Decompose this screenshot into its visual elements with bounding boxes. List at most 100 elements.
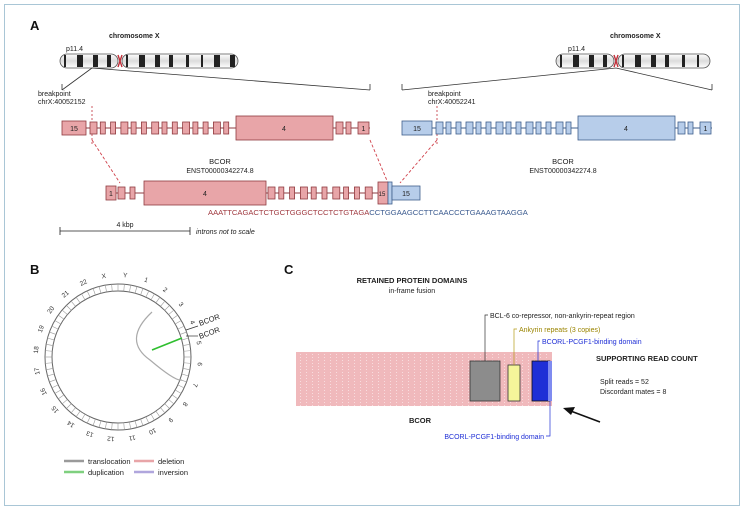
circos-tick	[160, 300, 166, 307]
exon-block	[545, 121, 552, 135]
circos-tick	[70, 407, 76, 414]
scale-note: introns not to scale	[196, 229, 255, 236]
circos-tick	[182, 368, 190, 370]
circos-tick	[61, 399, 68, 405]
chromosome-band	[126, 55, 128, 67]
circos-tick	[175, 389, 182, 394]
chromosome-band	[622, 55, 624, 67]
left-breakpoint-coord: chrX:40052152	[38, 99, 86, 106]
left-exon-4	[235, 115, 334, 141]
circos-chromosome-label: 2	[161, 286, 168, 294]
right-exon-4	[577, 115, 676, 141]
fusion-exon-1	[105, 185, 117, 201]
exon-block	[310, 186, 317, 200]
legend-translocation: translocation	[88, 457, 131, 466]
fusion-transcript-track: 1 4 15 15	[105, 180, 421, 206]
fusion-exon-15	[391, 185, 421, 201]
circos-tick	[58, 314, 65, 320]
exon-block	[515, 121, 522, 135]
domain-bcorl-pcgf1-binding-edge	[548, 361, 552, 401]
circos-tick	[168, 399, 175, 405]
duplication-arc	[151, 337, 183, 351]
circos-legend: translocation deletion duplication inver…	[64, 457, 188, 477]
circos-tick	[92, 418, 96, 426]
split-reads: Split reads = 52	[600, 379, 649, 386]
right-gene-transcript: ENST00000342274.8	[529, 168, 596, 175]
circos-tick	[81, 414, 86, 421]
exon-block	[525, 121, 534, 135]
chromosome-band	[230, 55, 235, 67]
figure-frame	[4, 4, 740, 506]
legend-deletion: deletion	[158, 457, 184, 466]
exon-block	[212, 121, 221, 135]
circos-tick	[140, 418, 144, 426]
domain-1-label: BCL-6 co-repressor, non-ankyrin-repeat r…	[490, 313, 635, 320]
circos-tick	[129, 285, 131, 293]
fusion-guide-lines	[91, 139, 438, 184]
exon-block	[299, 186, 308, 200]
circos-tick	[45, 350, 53, 352]
left-exon-1	[357, 121, 370, 135]
chromosome-band	[635, 55, 641, 67]
exon-block	[475, 121, 482, 135]
chromosome-band	[682, 55, 685, 67]
domain-4-label: BCORL-PCGF1-binding domain	[444, 434, 544, 441]
exon-block	[140, 121, 147, 135]
exon-block	[278, 186, 285, 200]
chromosome-band	[139, 55, 145, 67]
left-chromosome-title: chromosome X	[109, 33, 160, 40]
left-zoom-ticks	[61, 84, 371, 90]
left-breakpoint-label: breakpoint	[38, 91, 71, 98]
chromosome-band	[589, 55, 594, 67]
circos-tick	[171, 314, 178, 320]
exon-block	[117, 186, 126, 200]
fusion-junction-blue	[387, 181, 393, 205]
panel-c-label: C	[284, 262, 294, 277]
right-exon-15-label: 15	[413, 126, 421, 133]
scale-label: 4 kbp	[116, 222, 133, 229]
circos-chromosome-label: 13	[85, 429, 95, 438]
circos-chromosome-label: 18	[33, 346, 41, 354]
panel-a-label: A	[30, 18, 40, 33]
circos-tick	[46, 368, 54, 370]
circos-chromosome-label: 4	[188, 320, 196, 327]
chromosome-band	[107, 55, 111, 67]
chromosome-band	[603, 55, 607, 67]
exon-block	[182, 121, 191, 135]
circos-tick	[129, 421, 131, 429]
circos-tick	[123, 284, 125, 292]
left-gene-transcript: ENST00000342274.8	[186, 168, 253, 175]
exon-block	[171, 121, 178, 135]
discordant-mates: Discordant mates = 8	[600, 389, 666, 396]
circos-chromosome-label: 20	[46, 305, 56, 315]
chromosome-band	[214, 55, 220, 67]
right-chromosome-band: p11.4	[568, 46, 585, 53]
exon-block	[565, 121, 572, 135]
circos-tick	[177, 325, 185, 330]
circos-tick	[98, 286, 102, 294]
circos-tick	[164, 403, 170, 409]
exon-block	[495, 121, 504, 135]
circos-tick	[183, 350, 191, 352]
chromosome-band	[64, 55, 66, 67]
right-gene-track: 15 4 1 BCOR ENST00000342274.8	[401, 115, 712, 175]
right-exon-4-label: 4	[624, 126, 628, 133]
exon-block	[267, 186, 276, 200]
supporting-read-count: SUPPORTING READ COUNT Split reads = 52 D…	[596, 354, 698, 396]
fusion-exon-4-label: 4	[203, 191, 207, 198]
circos-tick	[181, 373, 189, 377]
circos-tick	[75, 410, 81, 417]
exon-block	[161, 121, 168, 135]
chromosome-band	[560, 55, 562, 67]
circos-chromosome-label: 5	[195, 340, 203, 345]
circos-tick	[123, 422, 125, 430]
exon-block	[120, 121, 129, 135]
left-chromosome-ideogram: chromosome X p11.4	[59, 33, 239, 69]
chromosome-band	[651, 55, 656, 67]
right-chromosome-title: chromosome X	[610, 33, 661, 40]
domain-3-label: BCORL-PCGF1-binding domain	[542, 339, 642, 346]
circos-chromosome-label: Y	[123, 272, 129, 279]
left-exon-4-label: 4	[282, 126, 286, 133]
panel-b-label: B	[30, 262, 39, 277]
